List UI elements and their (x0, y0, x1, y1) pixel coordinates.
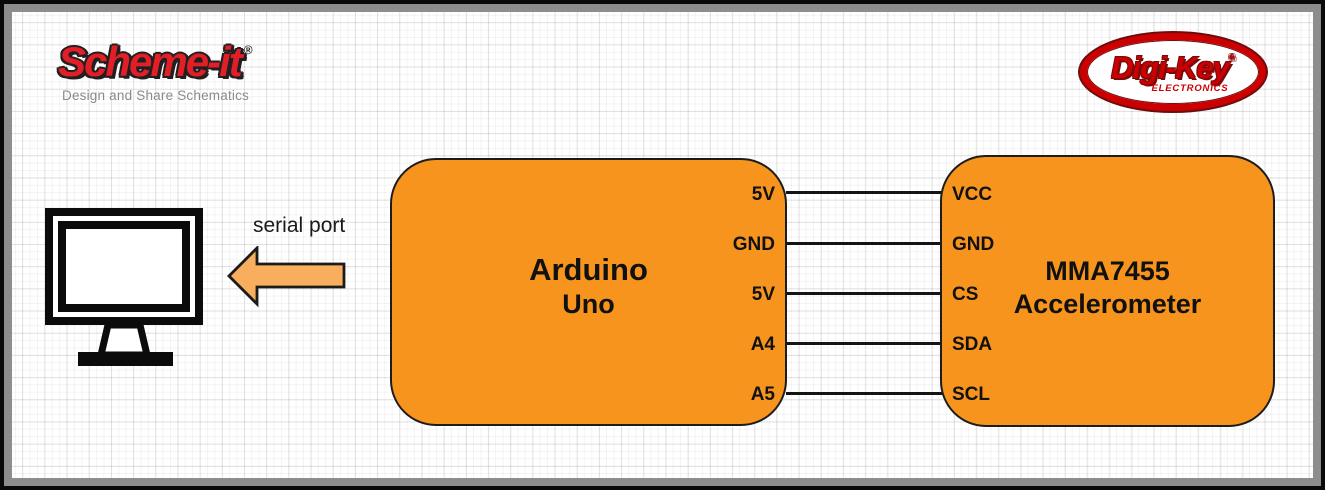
wire-a5-scl (786, 392, 942, 395)
computer-monitor-icon (45, 208, 203, 373)
arduino-title-line2: Uno (562, 289, 615, 319)
digi-key-logo: Digi-Key® ELECTRONICS (1080, 33, 1266, 111)
pin-arduino-a5: A5 (750, 384, 775, 405)
serial-port-arrow-icon (227, 244, 347, 313)
pin-mma-cs: CS (952, 284, 979, 305)
registered-trademark-symbol: ® (1228, 53, 1235, 63)
pin-arduino-5v-2: 5V (751, 284, 775, 305)
monitor-icon-graphic (45, 208, 203, 366)
left-arrow-icon (227, 244, 346, 308)
mma7455-title-line2: Accelerometer (1013, 289, 1202, 319)
scheme-it-name-text: Scheme-it (58, 38, 243, 85)
mma7455-title-line1: MMA7455 (1045, 256, 1170, 286)
pin-arduino-a4: A4 (750, 334, 775, 355)
pin-arduino-5v-1: 5V (751, 184, 775, 205)
wire-5v-cs (786, 292, 942, 295)
digi-key-electronics-text: ELECTRONICS (1151, 83, 1229, 95)
component-arduino-uno: Arduino Uno 5V GND 5V A4 A5 (390, 158, 787, 426)
wire-gnd-gnd (786, 242, 942, 245)
digi-key-wordmark: Digi-Key® (1111, 52, 1235, 83)
wire-5v-vcc (786, 191, 942, 194)
serial-port-label: serial port (253, 214, 346, 237)
pin-mma-scl: SCL (952, 384, 990, 405)
wire-a4-sda (786, 342, 942, 345)
digi-key-name-text: Digi-Key (1111, 50, 1230, 86)
pin-arduino-gnd: GND (732, 234, 775, 255)
scheme-it-wordmark: Scheme-it® (58, 38, 253, 85)
arduino-title: Arduino Uno (392, 252, 785, 320)
component-mma7455-accelerometer: MMA7455 Accelerometer VCC GND CS SDA SCL (940, 155, 1275, 427)
arduino-title-line1: Arduino (529, 252, 648, 287)
mma7455-title: MMA7455 Accelerometer (942, 255, 1273, 321)
pin-mma-gnd: GND (952, 234, 995, 255)
scheme-it-logo: Scheme-it® Design and Share Schematics (58, 38, 253, 104)
scheme-it-tagline: Design and Share Schematics (62, 88, 249, 104)
pin-mma-sda: SDA (952, 334, 993, 355)
registered-trademark-symbol: ® (243, 43, 253, 57)
pin-mma-vcc: VCC (952, 184, 993, 205)
